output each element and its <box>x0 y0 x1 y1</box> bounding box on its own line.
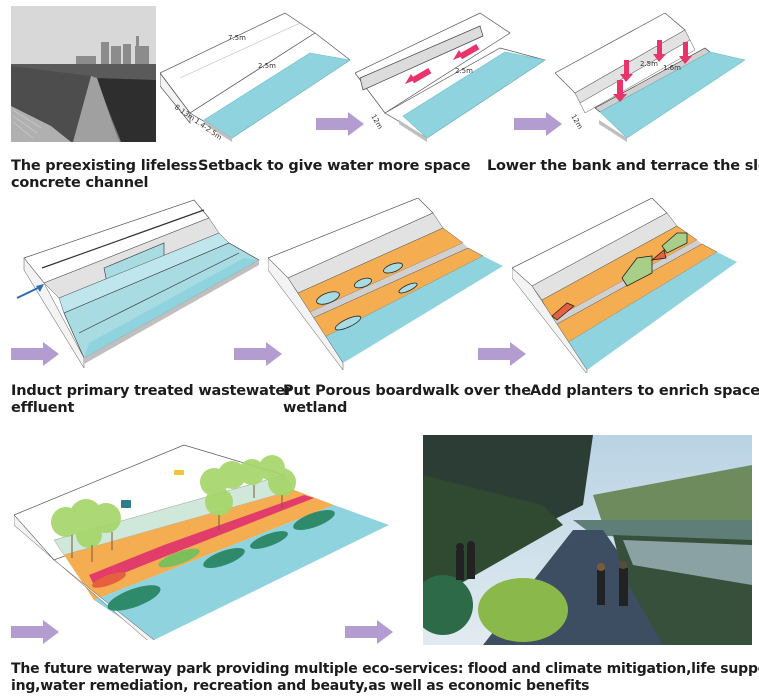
wastewater-diagram <box>14 198 264 373</box>
planter-red <box>551 302 575 321</box>
caption-line: The future waterway park providing multi… <box>11 661 759 677</box>
caption-wastewater: Induct primary treated wastewater efflue… <box>11 383 292 417</box>
caption-line: Lower the bank and terrace the slope <box>487 158 759 174</box>
flow-arrow <box>514 112 562 136</box>
existing-channel-photo <box>11 6 156 142</box>
flow-arrow <box>11 342 59 366</box>
bus-icon <box>121 500 131 508</box>
planters-diagram <box>511 197 752 375</box>
caption-line: Setback to give water more space <box>198 158 471 174</box>
flow-arrow <box>478 342 526 366</box>
caption-line: Add planters to enrich spaces <box>530 383 759 399</box>
inflow-arrow-icon <box>16 284 44 299</box>
planter-green <box>661 232 688 254</box>
caption-terrace: Lower the bank and terrace the slope <box>487 158 759 175</box>
flow-arrow <box>234 342 282 366</box>
planter-green <box>621 255 653 287</box>
setback-push-diagram: 2.5m 12m <box>354 8 555 143</box>
park-rendering-photo <box>423 435 752 645</box>
caption-future: The future waterway park providing multi… <box>11 661 759 695</box>
dim-2-5m: 2.5m <box>640 60 658 68</box>
caption-line: Put Porous boardwalk over the <box>283 383 531 399</box>
caption-existing: The preexisting lifeless concrete channe… <box>11 158 197 192</box>
dim-12m: 12m <box>369 113 384 131</box>
terrace-diagram: 2.5m 1.6m 12m <box>554 8 755 143</box>
planter-red <box>650 249 667 261</box>
car-icon <box>174 470 184 475</box>
caption-line: concrete channel <box>11 175 149 191</box>
flow-arrow <box>345 620 393 644</box>
caption-line: wetland <box>283 400 348 416</box>
dim-2-5m: 2.5m <box>455 67 473 75</box>
caption-line: effluent <box>11 400 75 416</box>
caption-boardwalk: Put Porous boardwalk over the wetland <box>283 383 531 417</box>
boardwalk-diagram <box>267 197 508 373</box>
dim-2-5m: 2.5m <box>258 62 276 70</box>
caption-line: Induct primary treated wastewater <box>11 383 293 399</box>
setback-diagram: 7.5m 2.5m 8-13m 1.4-2.5m <box>159 8 360 143</box>
dim-12m: 12m <box>569 113 584 131</box>
future-park-diagram <box>13 440 394 647</box>
flow-arrow <box>11 620 59 644</box>
dim-7-5m: 7.5m <box>228 34 246 42</box>
caption-planters: Add planters to enrich spaces <box>530 383 759 400</box>
dim-1-6m: 1.6m <box>663 64 681 72</box>
caption-setback: Setback to give water more space <box>198 158 471 175</box>
caption-line: The preexisting lifeless <box>11 158 198 174</box>
flow-arrow <box>316 112 364 136</box>
caption-line: ing,water remediation, recreation and be… <box>11 678 590 694</box>
